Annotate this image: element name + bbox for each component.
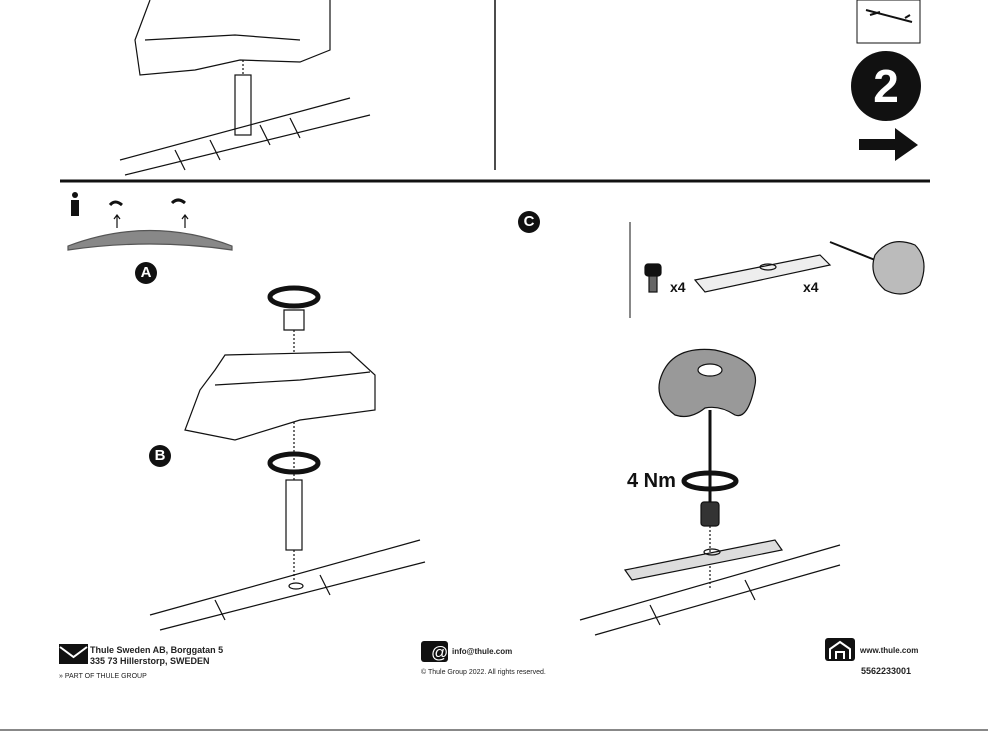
email-link[interactable]: info@thule.com — [452, 647, 513, 656]
info-icon — [70, 192, 80, 216]
doc-number: 5562233001 — [861, 666, 912, 676]
envelope-icon — [59, 644, 88, 669]
torque-label: 4 Nm — [627, 470, 676, 492]
foot-pack-illustration — [149, 285, 426, 631]
arrow-right-icon — [859, 128, 919, 167]
label-b: B — [149, 445, 171, 467]
torque-tool-illustration — [579, 348, 841, 636]
address-line2: 335 73 Hillerstorp, SWEDEN — [90, 656, 210, 666]
group-text: » PART OF THULE GROUP — [59, 673, 147, 680]
at-icon: @ — [421, 641, 448, 662]
foot-pack-top-illustration — [119, 0, 371, 176]
address-line1: Thule Sweden AB, Borggatan 5 — [90, 645, 224, 655]
label-a: A — [135, 262, 157, 284]
home-icon — [825, 638, 855, 666]
qty-screw: x4 — [670, 279, 686, 295]
label-c: C — [518, 211, 540, 233]
website-link[interactable]: www.thule.com — [860, 646, 919, 655]
step-badge: 2 — [851, 51, 921, 121]
qty-plate: x4 — [803, 279, 819, 295]
group-label: PART OF THULE GROUP — [64, 673, 147, 680]
copyright: © Thule Group 2022. All rights reserved. — [421, 669, 546, 676]
